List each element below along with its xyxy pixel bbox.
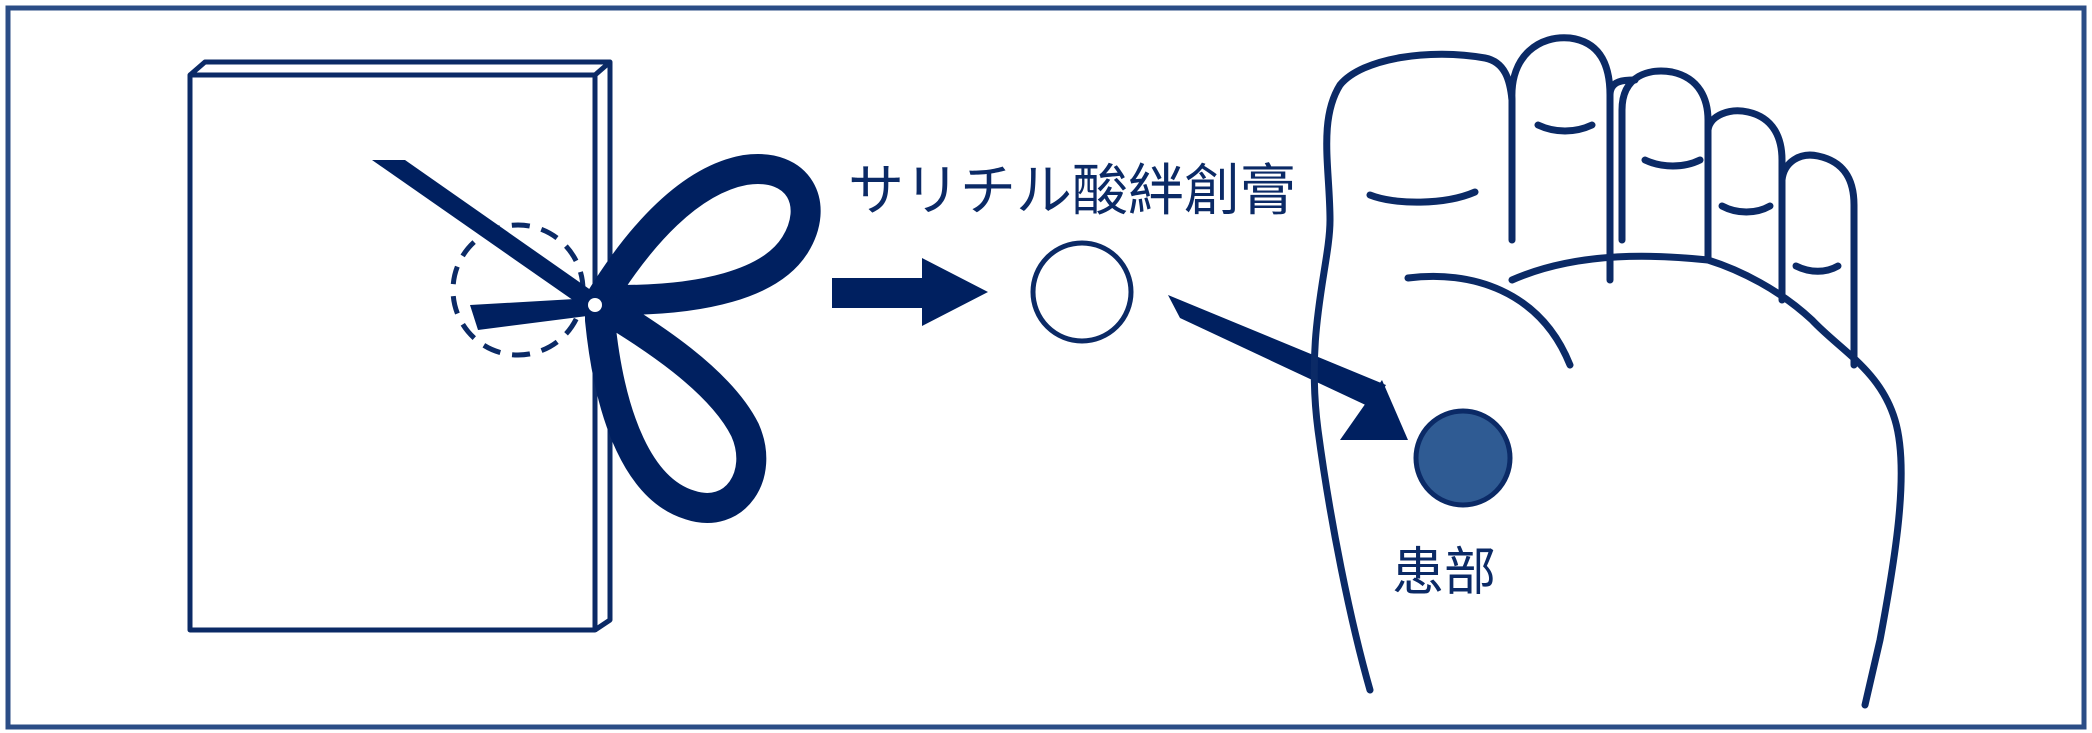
diagonal-arrow-icon xyxy=(1168,295,1408,440)
scissors-icon xyxy=(372,154,821,523)
affected-spot-icon xyxy=(1413,408,1513,508)
plaster-circle-icon xyxy=(1030,240,1134,344)
right-arrow-icon xyxy=(832,258,988,326)
frame-border xyxy=(5,5,2087,730)
affected-area-label: 患部 xyxy=(1392,543,1496,603)
plaster-label: サリチル酸絆創膏 xyxy=(848,159,1296,224)
foot-sole-icon xyxy=(1310,34,1905,709)
